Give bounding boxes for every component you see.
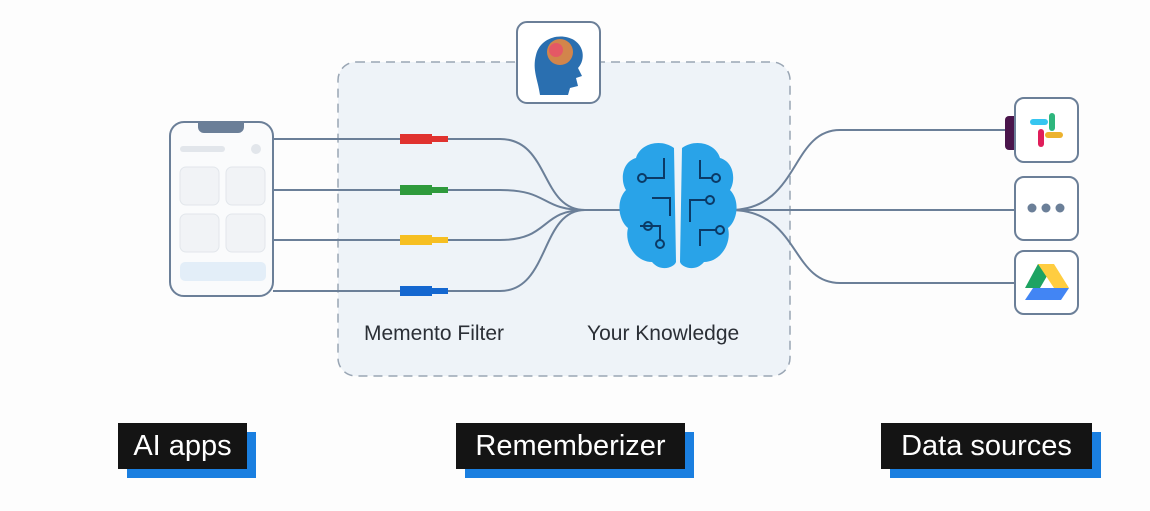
brain-head-logo (516, 21, 601, 104)
knowledge-brain-icon (619, 143, 737, 269)
filter-plug (400, 185, 448, 195)
filter-plug (400, 134, 448, 144)
data-sources-tag: Data sources (881, 423, 1101, 478)
app-connections (273, 138, 625, 292)
your-knowledge-label: Your Knowledge (587, 322, 740, 345)
more-sources-icon[interactable] (1014, 176, 1079, 241)
filter-plug (400, 286, 448, 296)
ai-apps-tag: AI apps (118, 423, 256, 478)
google-drive-icon[interactable] (1014, 250, 1079, 315)
rememberizer-tag: Rememberizer (456, 423, 694, 478)
slack-icon[interactable] (1005, 97, 1079, 163)
memento-filter-label: Memento Filter (364, 322, 505, 345)
phone-app-icon (169, 121, 274, 297)
filter-plug (400, 235, 448, 245)
source-connections (729, 129, 1015, 284)
